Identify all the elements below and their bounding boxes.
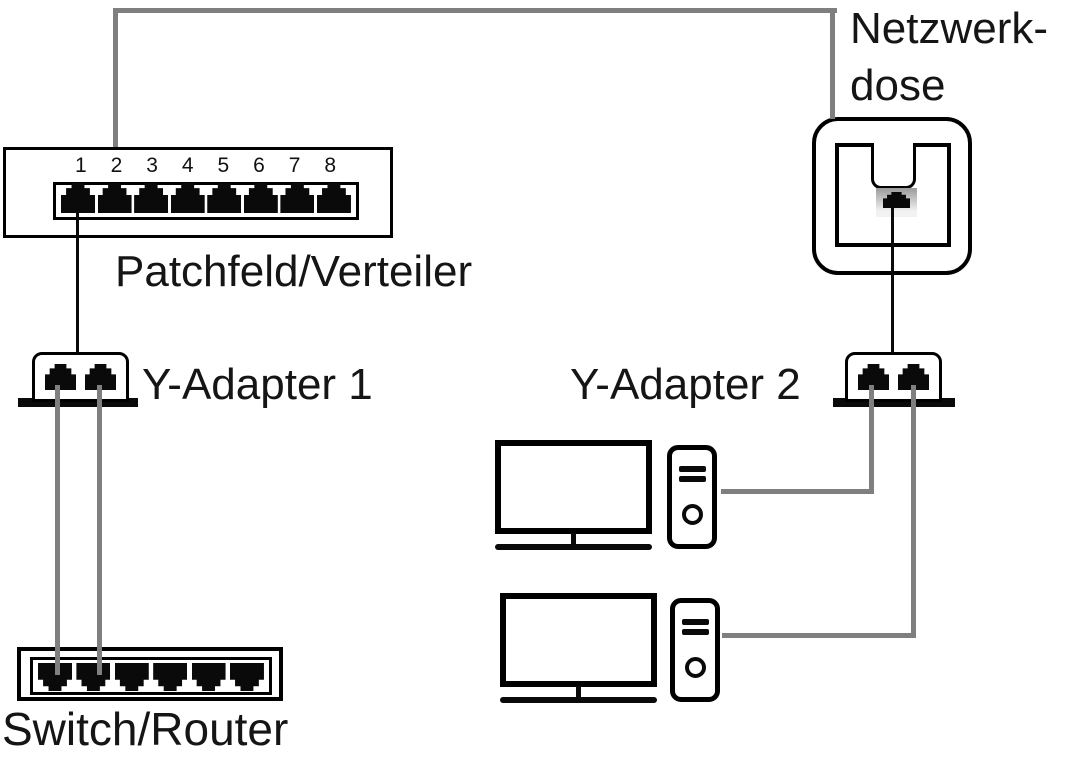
rj45-port-3-icon <box>134 183 169 213</box>
cable-patchpanel-to-socket-right-drop <box>830 8 835 119</box>
cable-yadapter2-to-pc2-horizontal <box>722 633 916 638</box>
y-adapter-2-label: Y-Adapter 2 <box>570 360 801 409</box>
switch-port-2-icon <box>76 663 111 691</box>
network-socket-label-line2: dose <box>850 61 946 110</box>
y-adapter-2-base <box>833 398 955 407</box>
cable-yadapter2-to-pc1-horizontal <box>721 489 874 494</box>
computer-1-vent-icon <box>678 466 706 472</box>
cable-yadapter2-to-pc2-vertical <box>911 385 916 638</box>
computer-2-vent-icon <box>681 619 709 625</box>
y-adapter-1-label: Y-Adapter 1 <box>142 360 373 409</box>
network-socket-label-line1: Netzwerk- <box>850 4 1049 53</box>
patch-panel-port-strip <box>53 182 359 220</box>
y-adapter-1-base <box>18 398 138 407</box>
rj45-port-6-icon <box>243 183 278 213</box>
rj45-port-8-icon <box>316 183 351 213</box>
port-number-5: 5 <box>217 154 230 177</box>
computer-2-vent-icon <box>681 629 709 635</box>
patch-panel-port-numbers: 1 2 3 4 5 6 7 8 <box>63 154 348 178</box>
port-number-3: 3 <box>146 154 158 177</box>
computer-1-monitor-stand <box>571 533 576 546</box>
cable-yadapter1-to-switch-port2 <box>97 385 102 675</box>
y-adapter-1 <box>32 352 129 402</box>
network-socket-label: Netzwerk- dose <box>850 0 1048 114</box>
cable-yadapter2-to-pc1-vertical <box>869 385 874 494</box>
network-socket-jack-recess <box>876 188 917 217</box>
port-number-2: 2 <box>110 154 123 177</box>
network-socket-opening <box>871 143 916 189</box>
computer-1-tower-icon <box>667 445 717 549</box>
cable-patchpanel-to-socket-horizontal <box>113 8 837 13</box>
switch-port-4-icon <box>153 663 188 691</box>
switch-router-label: Switch/Router <box>2 703 289 755</box>
wire-socket-to-yadapter2 <box>891 206 894 353</box>
patch-panel-label: Patchfeld/Verteiler <box>115 247 473 296</box>
rj45-port-7-icon <box>280 183 315 213</box>
port-number-8: 8 <box>324 154 337 177</box>
cable-yadapter1-to-switch-port1 <box>55 385 60 675</box>
rj45-port-4-icon <box>170 183 205 213</box>
computer-1-monitor-icon <box>495 440 652 534</box>
computer-2-monitor-stand <box>576 686 581 699</box>
computer-1-monitor-base <box>495 544 652 550</box>
switch-port-5-icon <box>191 663 226 691</box>
port-number-1: 1 <box>74 154 87 177</box>
computer-1-vent-icon <box>678 476 706 482</box>
computer-2-monitor-icon <box>500 593 657 687</box>
switch-port-6-icon <box>229 663 264 691</box>
patch-panel: 1 2 3 4 5 6 7 8 <box>3 147 393 238</box>
port-number-6: 6 <box>253 154 265 177</box>
switch-router-port-strip <box>30 657 272 695</box>
computer-2-monitor-base <box>500 697 657 703</box>
rj45-port-2-icon <box>97 183 132 213</box>
rj45-port-5-icon <box>207 183 242 213</box>
y-adapter-2 <box>845 352 942 402</box>
computer-2-tower-icon <box>670 598 720 702</box>
y-adapter-1-port-left-icon <box>45 364 76 390</box>
port-number-7: 7 <box>288 154 301 177</box>
switch-port-3-icon <box>114 663 149 691</box>
wire-patchpanel-port1-to-yadapter1 <box>76 200 79 353</box>
cable-patchpanel-to-socket-left-drop <box>113 8 118 147</box>
computer-2-power-button-icon <box>684 657 706 678</box>
port-number-4: 4 <box>181 154 194 177</box>
computer-1-power-button-icon <box>681 504 703 525</box>
rj45-jack-icon <box>883 192 910 208</box>
